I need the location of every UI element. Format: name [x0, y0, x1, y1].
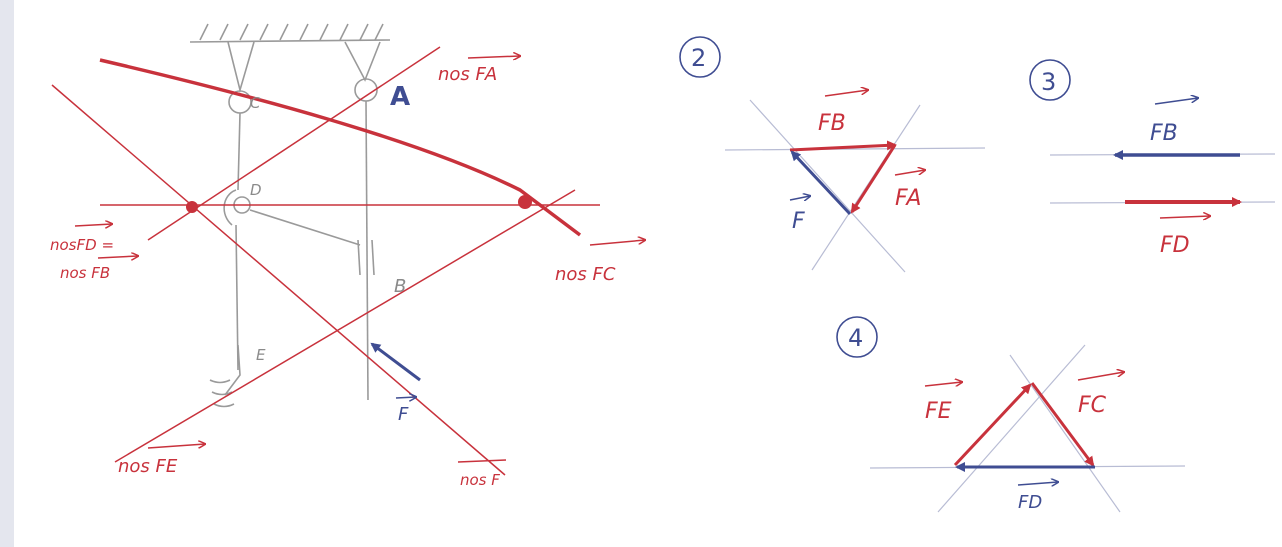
- diagram-number-circle-4: [836, 316, 878, 358]
- svg-text:FD: FD: [1160, 233, 1190, 258]
- force-balance-3: 3 FB FD: [1029, 59, 1276, 258]
- label-force-f: F: [395, 397, 416, 425]
- vector-fb-2: [789, 140, 897, 152]
- label-nos-f: nos F: [457, 459, 507, 489]
- label-fe-4: FE: [924, 382, 962, 424]
- svg-text:FE: FE: [925, 399, 952, 424]
- construction-lines-4: [869, 344, 1186, 513]
- intersection-point-right: [518, 195, 532, 209]
- label-nos-fe: nos FE: [118, 444, 205, 477]
- label-fb-2: FB: [818, 90, 868, 136]
- ceiling-support: [189, 23, 391, 43]
- svg-text:F: F: [792, 209, 805, 234]
- force-triangle-2: 2 FB F FA: [679, 36, 986, 273]
- diagram-number-circle-2: [679, 36, 721, 78]
- svg-text:nosFD =: nosFD =: [50, 236, 114, 254]
- label-nos-fa: nos FA: [438, 56, 520, 85]
- lines-of-action: [51, 46, 600, 476]
- svg-text:FA: FA: [895, 186, 921, 211]
- label-fd-3: FD: [1159, 216, 1210, 258]
- mechanism-sketch: C A D B E nos FA nosFD = nos FB nos FC n…: [50, 23, 645, 489]
- force-triangle-4: 4 FE FC FD: [836, 316, 1186, 513]
- diagram-number-circle-3: [1029, 59, 1071, 101]
- svg-text:nos FA: nos FA: [438, 64, 497, 85]
- diagram-number-4: 4: [848, 324, 863, 352]
- svg-text:FD: FD: [1018, 492, 1042, 513]
- rope-a: [344, 41, 381, 401]
- vector-f-2: [790, 150, 852, 216]
- diagram-number-2: 2: [691, 44, 706, 72]
- point-label-d: D: [250, 181, 262, 199]
- label-fd-4: FD: [1017, 482, 1058, 513]
- point-label-c: C: [250, 94, 261, 112]
- svg-text:nos F: nos F: [460, 471, 500, 489]
- point-label-e: E: [256, 346, 266, 364]
- label-f-2: F: [789, 196, 810, 234]
- support-e: [209, 344, 241, 408]
- rope-c: [227, 41, 255, 191]
- vector-fa-2: [850, 144, 897, 214]
- point-label-b: B: [394, 276, 406, 297]
- label-fc-4: FC: [1077, 372, 1124, 418]
- intersection-point-left: [186, 201, 198, 213]
- label-fb-3: FB: [1150, 98, 1198, 146]
- vector-fe-4: [953, 383, 1032, 467]
- label-nos-fc: nos FC: [555, 240, 645, 285]
- svg-text:FB: FB: [1150, 121, 1178, 146]
- construction-lines-3: [1049, 153, 1276, 204]
- svg-text:FC: FC: [1078, 393, 1107, 418]
- paper-edge: [0, 0, 14, 547]
- force-f-arrow: [370, 342, 421, 382]
- svg-text:nos FB: nos FB: [60, 264, 110, 282]
- svg-text:nos FC: nos FC: [555, 264, 616, 285]
- svg-text:nos FE: nos FE: [118, 456, 178, 477]
- svg-text:F: F: [398, 404, 409, 425]
- label-nos-fd: nosFD = nos FB: [50, 224, 138, 282]
- vector-fc-4: [1030, 382, 1095, 467]
- point-label-a: A: [390, 82, 410, 112]
- svg-text:FB: FB: [818, 111, 846, 136]
- label-fa-2: FA: [894, 170, 925, 211]
- diagram-number-3: 3: [1041, 68, 1056, 96]
- construction-lines-2: [724, 99, 986, 273]
